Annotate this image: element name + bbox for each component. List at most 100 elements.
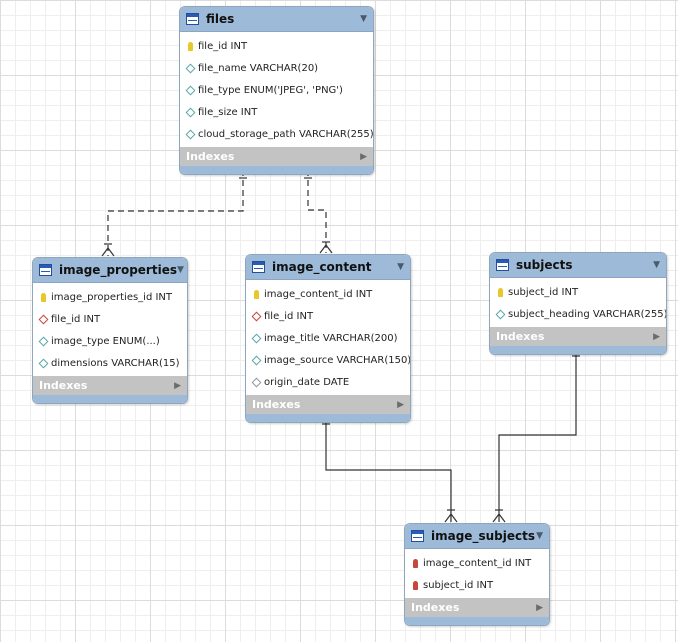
relationship-files-image-properties[interactable] bbox=[107, 170, 244, 256]
table-name: files bbox=[206, 12, 235, 26]
column-label: image_content_id INT bbox=[423, 557, 532, 569]
column-list: image_content_id INT subject_id INT bbox=[405, 549, 549, 598]
relationship-files-image-content[interactable] bbox=[307, 170, 327, 253]
column-row[interactable]: file_name VARCHAR(20) bbox=[180, 57, 373, 79]
column-label: file_type ENUM('JPEG', 'PNG') bbox=[198, 84, 343, 96]
table-image-subjects[interactable]: image_subjects ▼ image_content_id INT su… bbox=[404, 523, 550, 626]
table-menu-icon[interactable]: ▼ bbox=[536, 531, 543, 541]
indexes-label: Indexes bbox=[496, 330, 545, 343]
indexes-section[interactable]: Indexes ▶ bbox=[180, 147, 373, 166]
table-footer bbox=[405, 617, 549, 625]
indexes-section[interactable]: Indexes ▶ bbox=[246, 395, 410, 414]
table-icon bbox=[411, 530, 424, 542]
table-menu-icon[interactable]: ▼ bbox=[397, 262, 404, 272]
table-icon bbox=[252, 261, 265, 273]
column-label: image_content_id INT bbox=[264, 288, 373, 300]
table-image-properties[interactable]: image_properties ▼ image_properties_id I… bbox=[32, 257, 188, 404]
column-row[interactable]: dimensions VARCHAR(15) bbox=[33, 352, 187, 374]
column-row[interactable]: image_content_id INT bbox=[246, 283, 410, 305]
column-diamond-icon bbox=[38, 336, 48, 346]
column-row[interactable]: cloud_storage_path VARCHAR(255) bbox=[180, 123, 373, 145]
column-label: origin_date DATE bbox=[264, 376, 350, 388]
table-menu-icon[interactable]: ▼ bbox=[360, 14, 367, 24]
relationship-image-content-image-subjects[interactable] bbox=[325, 415, 452, 522]
foreign-column-diamond-icon bbox=[38, 314, 48, 324]
column-diamond-icon bbox=[38, 358, 48, 368]
column-diamond-icon bbox=[185, 63, 195, 73]
table-footer bbox=[33, 395, 187, 403]
column-label: dimensions VARCHAR(15) bbox=[51, 357, 180, 369]
table-name: subjects bbox=[516, 258, 573, 272]
table-menu-icon[interactable]: ▼ bbox=[176, 265, 184, 275]
column-row[interactable]: file_id INT bbox=[246, 305, 410, 327]
column-row[interactable]: image_properties_id INT bbox=[33, 286, 187, 308]
table-header[interactable]: image_properties ▼ bbox=[33, 258, 187, 283]
column-label: file_id INT bbox=[51, 313, 101, 325]
column-label: image_source VARCHAR(150) bbox=[264, 354, 411, 366]
column-diamond-icon bbox=[251, 333, 261, 343]
column-row[interactable]: origin_date DATE bbox=[246, 371, 410, 393]
column-row[interactable]: file_type ENUM('JPEG', 'PNG') bbox=[180, 79, 373, 101]
expand-arrow-icon[interactable]: ▶ bbox=[360, 151, 367, 162]
indexes-section[interactable]: Indexes ▶ bbox=[490, 327, 666, 346]
column-label: subject_id INT bbox=[423, 579, 494, 591]
column-row[interactable]: file_id INT bbox=[180, 35, 373, 57]
column-label: file_id INT bbox=[198, 40, 248, 52]
column-diamond-icon bbox=[185, 107, 195, 117]
primary-key-icon bbox=[495, 287, 505, 297]
cardinality-many-crowfoot bbox=[319, 244, 333, 254]
table-footer bbox=[180, 166, 373, 174]
table-footer bbox=[246, 414, 410, 422]
indexes-label: Indexes bbox=[186, 150, 235, 163]
column-row[interactable]: file_id INT bbox=[33, 308, 187, 330]
table-header[interactable]: image_subjects ▼ bbox=[405, 524, 549, 549]
table-icon bbox=[496, 259, 509, 271]
expand-arrow-icon[interactable]: ▶ bbox=[397, 399, 404, 410]
column-row[interactable]: image_title VARCHAR(200) bbox=[246, 327, 410, 349]
column-label: file_name VARCHAR(20) bbox=[198, 62, 319, 74]
table-header[interactable]: files ▼ bbox=[180, 7, 373, 32]
column-row[interactable]: file_size INT bbox=[180, 101, 373, 123]
column-label: image_properties_id INT bbox=[51, 291, 173, 303]
column-list: image_properties_id INT file_id INT imag… bbox=[33, 283, 187, 376]
column-diamond-icon bbox=[185, 85, 195, 95]
column-diamond-icon bbox=[251, 355, 261, 365]
column-row[interactable]: image_content_id INT bbox=[405, 552, 549, 574]
expand-arrow-icon[interactable]: ▶ bbox=[174, 380, 181, 391]
table-name: image_subjects bbox=[431, 529, 535, 543]
column-label: image_title VARCHAR(200) bbox=[264, 332, 398, 344]
indexes-label: Indexes bbox=[39, 379, 88, 392]
cardinality-many-crowfoot bbox=[492, 513, 506, 523]
column-list: subject_id INT subject_heading VARCHAR(2… bbox=[490, 278, 666, 327]
column-label: image_type ENUM(...) bbox=[51, 335, 160, 347]
primary-key-icon bbox=[251, 289, 261, 299]
cardinality-many-crowfoot bbox=[444, 513, 458, 523]
table-menu-icon[interactable]: ▼ bbox=[653, 260, 660, 270]
column-row[interactable]: subject_heading VARCHAR(255) bbox=[490, 303, 666, 325]
column-diamond-icon bbox=[495, 309, 505, 319]
indexes-label: Indexes bbox=[252, 398, 301, 411]
table-name: image_content bbox=[272, 260, 372, 274]
primary-foreign-key-icon bbox=[410, 558, 420, 568]
table-icon bbox=[186, 13, 199, 25]
column-row[interactable]: image_type ENUM(...) bbox=[33, 330, 187, 352]
column-row[interactable]: subject_id INT bbox=[405, 574, 549, 596]
indexes-section[interactable]: Indexes ▶ bbox=[405, 598, 549, 617]
table-subjects[interactable]: subjects ▼ subject_id INT subject_headin… bbox=[489, 252, 667, 355]
table-header[interactable]: image_content ▼ bbox=[246, 255, 410, 280]
column-row[interactable]: image_source VARCHAR(150) bbox=[246, 349, 410, 371]
table-image-content[interactable]: image_content ▼ image_content_id INT fil… bbox=[245, 254, 411, 423]
table-files[interactable]: files ▼ file_id INT file_name VARCHAR(20… bbox=[179, 6, 374, 175]
primary-key-icon bbox=[38, 292, 48, 302]
expand-arrow-icon[interactable]: ▶ bbox=[536, 602, 543, 613]
column-label: file_id INT bbox=[264, 310, 314, 322]
table-header[interactable]: subjects ▼ bbox=[490, 253, 666, 278]
indexes-label: Indexes bbox=[411, 601, 460, 614]
column-label: subject_id INT bbox=[508, 286, 579, 298]
column-row[interactable]: subject_id INT bbox=[490, 281, 666, 303]
indexes-section[interactable]: Indexes ▶ bbox=[33, 376, 187, 395]
relationship-subjects-image-subjects[interactable] bbox=[498, 348, 577, 522]
column-label: file_size INT bbox=[198, 106, 258, 118]
expand-arrow-icon[interactable]: ▶ bbox=[653, 331, 660, 342]
table-name: image_properties bbox=[59, 263, 177, 277]
